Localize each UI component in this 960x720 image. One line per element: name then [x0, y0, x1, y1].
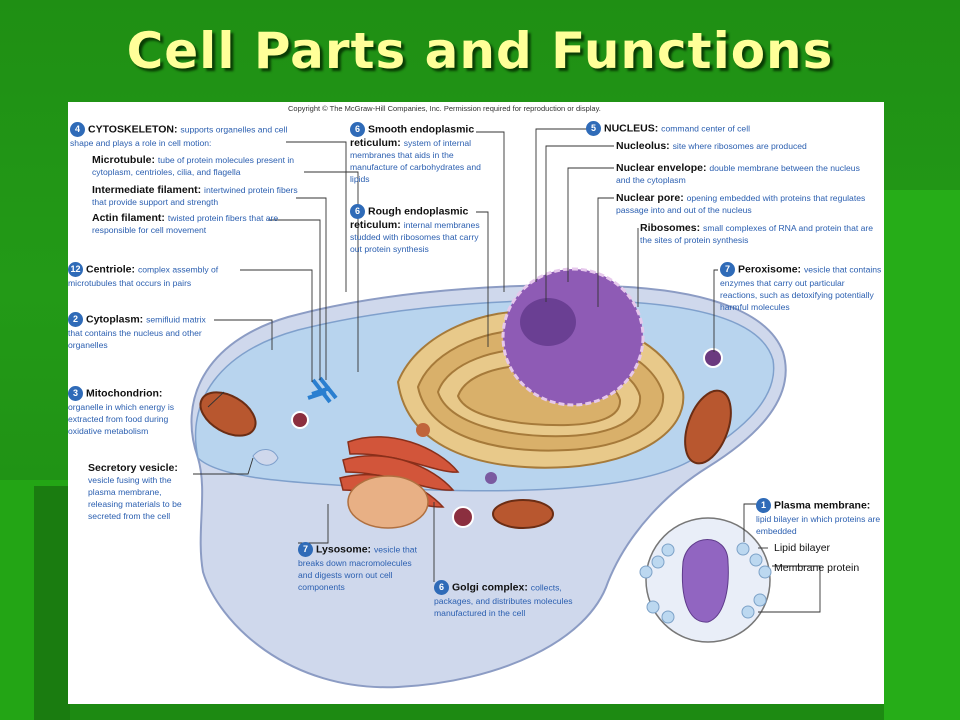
label-intermediate-filament: Intermediate filament: intertwined prote…	[92, 184, 302, 208]
mitochondrion-shape-2	[684, 389, 732, 465]
label-lipid-bilayer: Lipid bilayer	[774, 542, 831, 554]
label-cytoplasm-name: Cytoplasm:	[86, 313, 144, 326]
lipid-bilayer-shape	[639, 542, 772, 624]
background-bar	[34, 486, 70, 720]
label-nucleolus: Nucleolus: site where ribosomes are prod…	[616, 140, 876, 152]
leader-lines	[193, 128, 821, 613]
label-rough-er-desc: internal membranes studded with ribosome…	[350, 220, 480, 254]
mitochondrion-shape	[199, 391, 257, 437]
lysosome-shape	[291, 411, 309, 429]
label-microtubule: Microtubule: tube of protein molecules p…	[92, 154, 307, 178]
badge-7-lysosome: 7	[298, 542, 313, 557]
label-mitochondrion-desc: organelle in which energy is extracted f…	[68, 402, 175, 436]
badge-12: 12	[68, 262, 83, 277]
label-actin-desc: twisted protein fibers that are responsi…	[92, 213, 279, 235]
label-membrane-protein: Membrane protein	[774, 562, 860, 574]
label-ribosomes-desc: small complexes of RNA and protein that …	[640, 223, 874, 245]
label-lysosome-desc: vesicle that breaks down macromolecules …	[298, 544, 417, 592]
label-cytoskeleton-desc: supports organelles and cell shape and p…	[70, 124, 288, 148]
label-nuclear-pore: Nuclear pore: opening embedded with prot…	[616, 192, 876, 216]
badge-6: 6	[350, 122, 365, 137]
label-golgi-desc: collects, packages, and distributes mole…	[434, 582, 573, 618]
label-intermediate-name: Intermediate filament:	[92, 184, 202, 196]
label-nucleus-desc: command center of cell	[661, 123, 751, 134]
badge-1: 1	[756, 498, 771, 513]
label-secretory-desc: vesicle fusing with the plasma membrane,…	[88, 475, 182, 521]
label-ribosomes: Ribosomes: small complexes of RNA and pr…	[640, 222, 880, 246]
label-rough-er-name: Rough endoplasmic reticulum:	[350, 205, 469, 231]
secretory-vesicle-shape	[252, 449, 279, 466]
label-envelope-desc: double membrane between the nucleus and …	[616, 163, 860, 185]
lysosome-shape-2	[452, 506, 474, 528]
label-smooth-er-desc: system of internal membranes that aids i…	[350, 138, 481, 184]
label-plasma-desc: lipid bilayer in which proteins are embe…	[756, 514, 881, 536]
label-mitochondrion-name: Mitochondrion:	[86, 387, 163, 400]
label-smooth-er-name: Smooth endoplasmic reticulum:	[350, 123, 475, 149]
label-intermediate-desc: intertwined protein fibers that provide …	[92, 185, 298, 207]
membrane-protein-shape	[681, 539, 729, 623]
label-golgi-name: Golgi complex:	[452, 581, 528, 594]
vesicle-shape	[416, 423, 430, 437]
label-microtubule-desc: tube of protein molecules present in cyt…	[92, 155, 295, 177]
centriole-shape	[307, 376, 338, 404]
cell-illustration	[190, 128, 821, 689]
badge-6-golgi: 6	[434, 580, 449, 595]
background-panel-right	[884, 190, 960, 720]
label-nucleolus-desc: site where ribosomes are produced	[672, 141, 807, 151]
label-centriole-desc: complex assembly of microtubules that oc…	[68, 264, 219, 288]
label-cytoskeleton-name: CYTOSKELETON:	[88, 123, 178, 136]
label-secretory-name: Secretory vesicle:	[88, 462, 178, 474]
badge-7-peroxisome: 7	[720, 262, 735, 277]
badge-5: 5	[586, 121, 601, 136]
label-plasma-name: Plasma membrane:	[774, 499, 871, 512]
slide-title: Cell Parts and Functions	[126, 22, 834, 80]
copyright-notice: Copyright © The McGraw-Hill Companies, I…	[288, 104, 601, 113]
peroxisome-shape	[703, 348, 723, 368]
label-envelope-name: Nuclear envelope:	[616, 162, 707, 174]
cell-diagram: Copyright © The McGraw-Hill Companies, I…	[68, 102, 884, 704]
badge-6-rough: 6	[350, 204, 365, 219]
label-pore-name: Nuclear pore:	[616, 192, 684, 204]
golgi-vesicle-shape	[347, 475, 429, 529]
label-peroxisome-desc: vesicle that contains enzymes that carry…	[720, 264, 882, 312]
label-pore-desc: opening embedded with proteins that regu…	[616, 193, 866, 215]
label-secretory-vesicle: Secretory vesicle: vesicle fusing with t…	[88, 462, 198, 522]
label-ribosomes-name: Ribosomes:	[640, 222, 701, 234]
badge-2: 2	[68, 312, 83, 327]
mitochondrion-shape-3	[492, 499, 554, 529]
label-nuclear-envelope: Nuclear envelope: double membrane betwee…	[616, 162, 866, 186]
badge-4: 4	[70, 122, 85, 137]
label-centriole-name: Centriole:	[86, 263, 136, 276]
label-lysosome-name: Lysosome:	[316, 543, 372, 556]
label-actin-name: Actin filament:	[92, 212, 165, 224]
label-nucleus-name: NUCLEUS:	[604, 122, 659, 135]
label-cytoplasm-desc: semifluid matrix that contains the nucle…	[68, 314, 206, 350]
label-actin-filament: Actin filament: twisted protein fibers t…	[92, 212, 292, 236]
nucleolus-shape	[520, 298, 576, 346]
label-microtubule-name: Microtubule:	[92, 154, 155, 166]
label-peroxisome-name: Peroxisome:	[738, 263, 802, 276]
badge-3: 3	[68, 386, 83, 401]
nucleus-shape	[501, 267, 645, 407]
vesicle-shape-2	[485, 472, 497, 484]
label-nucleolus-name: Nucleolus:	[616, 140, 670, 152]
